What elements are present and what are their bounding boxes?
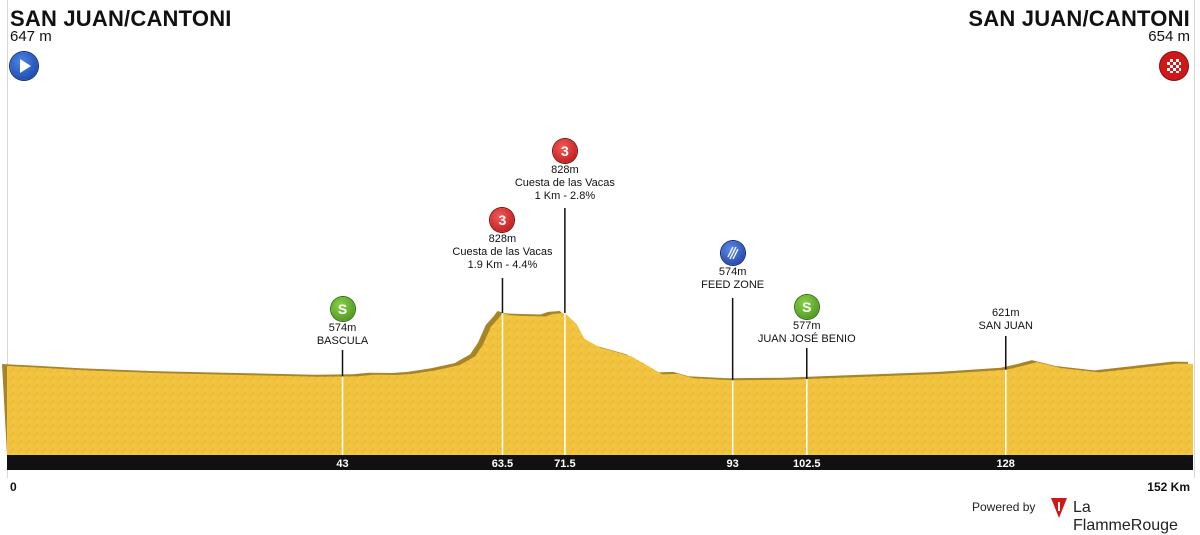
marker-name: Cuesta de las Vacas — [514, 177, 615, 189]
marker-detail: 1 Km - 2.8% — [534, 190, 596, 202]
elevation-profile-chart — [2, 208, 1193, 470]
finish-flag-icon — [1160, 52, 1188, 80]
start-elevation: 647 m — [10, 28, 52, 45]
marker-elevation: 577m — [792, 320, 821, 332]
finish-elevation: 654 m — [1148, 28, 1190, 45]
marker-detail: 1.9 Km - 4.4% — [467, 259, 538, 271]
km-tick-label: 71.5 — [554, 458, 576, 470]
marker-name: JUAN JOSÉ BENIO — [757, 333, 856, 345]
marker-elevation: 828m — [488, 233, 517, 245]
km-tick-label: 63.5 — [491, 458, 514, 470]
powered-by-text: Powered by — [972, 500, 1036, 514]
marker-elevation: 828m — [551, 164, 579, 176]
flamme-rouge-logo-icon — [1051, 498, 1067, 518]
start-city: SAN JUAN/CANTONI — [10, 6, 232, 31]
marker-name: SAN JUAN — [978, 320, 1033, 332]
marker-name: Cuesta de las Vacas — [452, 246, 553, 258]
axis-start-label: 0 — [10, 480, 17, 494]
start-play-icon — [10, 52, 38, 80]
marker-elevation: 574m — [718, 266, 747, 278]
distance-bar — [7, 455, 1193, 470]
km-tick-label: 43 — [336, 458, 349, 470]
terrain-fill — [7, 313, 1193, 455]
sprint-icon: S — [330, 297, 355, 321]
km-tick-label: 93 — [726, 458, 739, 470]
marker-elevation: 574m — [328, 322, 357, 334]
kom-category-icon: 3 — [552, 139, 577, 163]
sprint-icon: S — [794, 295, 819, 319]
finish-city: SAN JUAN/CANTONI — [968, 6, 1190, 31]
km-tick-label: 128 — [996, 458, 1015, 470]
profile-frame — [7, 0, 1195, 478]
brand-name: La FlammeRouge — [1073, 499, 1178, 534]
axis-end-label: 152 Km — [1147, 480, 1190, 494]
marker-name: FEED ZONE — [701, 279, 765, 291]
km-tick-label: 102.5 — [793, 458, 821, 470]
marker-elevation: 621m — [991, 307, 1020, 319]
marker-name: BASCULA — [316, 335, 369, 347]
kom-category-icon: 3 — [490, 208, 515, 232]
feed-zone-icon — [720, 241, 745, 265]
